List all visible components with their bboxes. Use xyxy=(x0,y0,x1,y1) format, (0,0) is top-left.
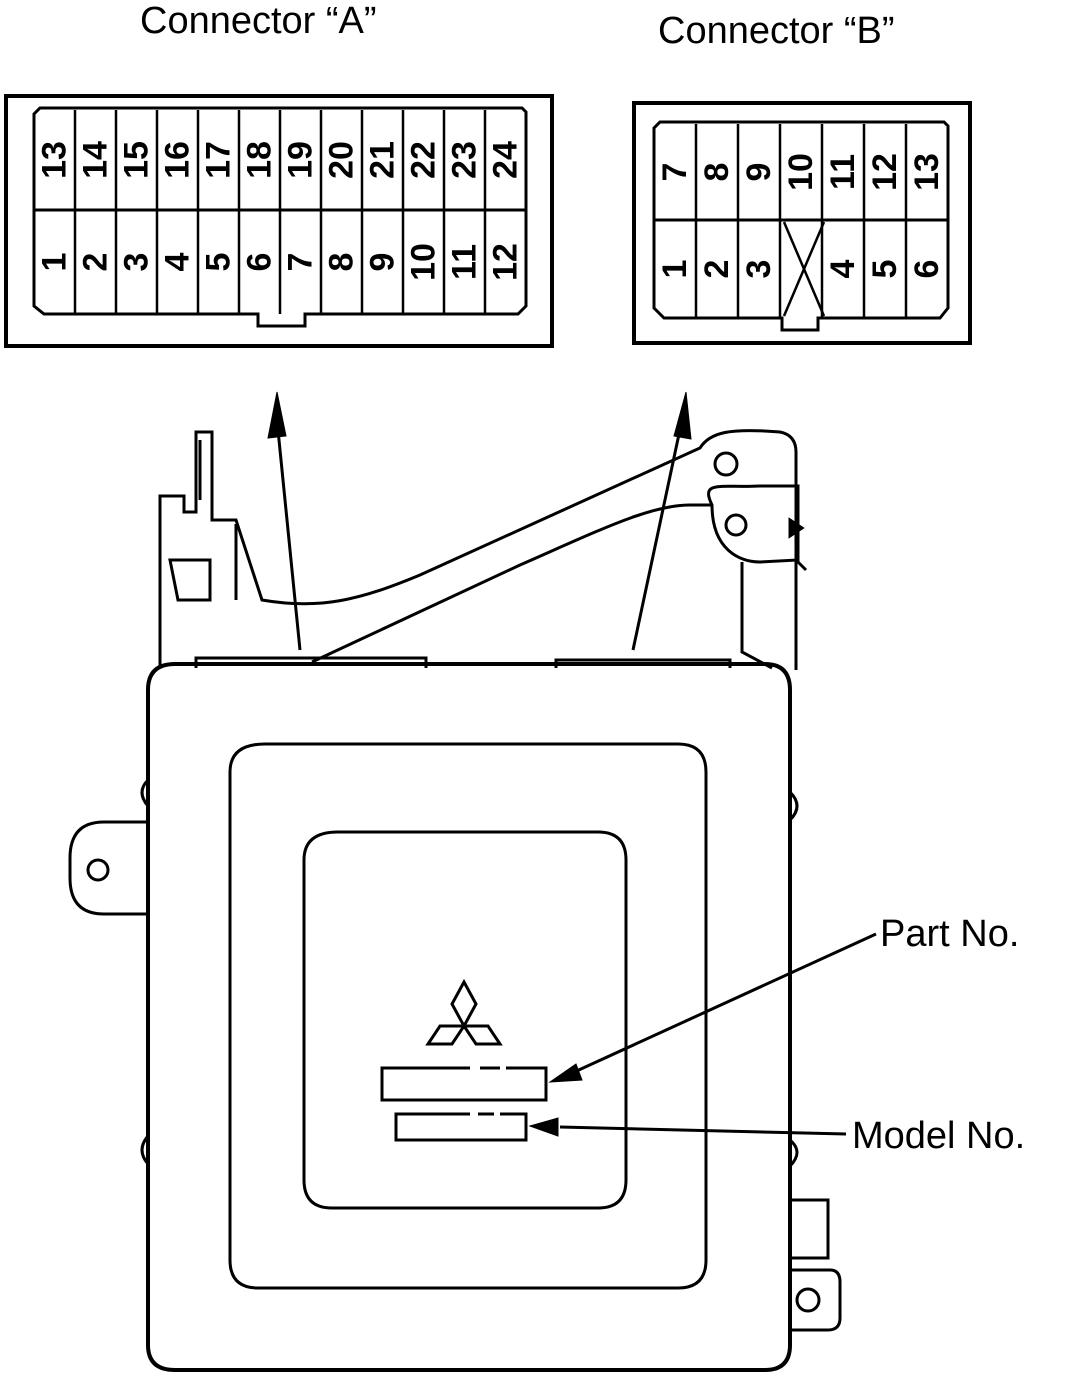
arrow-head-a xyxy=(267,391,287,439)
connector_a-bottom-pin-7: 7 xyxy=(282,253,320,272)
three-diamonds-icon xyxy=(425,978,503,1046)
connector_b-bottom-pin-3: 3 xyxy=(740,260,778,279)
connector_a-bottom-pin-4: 4 xyxy=(159,252,197,271)
connector_b-bottom-pin-4: 4 xyxy=(824,259,862,278)
connector_b-top-pin-12: 12 xyxy=(866,153,904,191)
connector_a-bottom-pin-9: 9 xyxy=(364,253,402,272)
connector_a-bottom-pin-5: 5 xyxy=(200,253,238,272)
connector_b-bottom-pin-5: 5 xyxy=(866,260,904,279)
part-no-label: Part No. xyxy=(880,913,1019,955)
model-no-label: Model No. xyxy=(852,1115,1025,1157)
connector_a-top-pin-22: 22 xyxy=(405,141,443,179)
connector_a-bottom-pin-11: 11 xyxy=(446,244,484,280)
connector_a-bottom-pin-3: 3 xyxy=(118,253,156,272)
connector_a-top-pin-14: 14 xyxy=(77,141,115,179)
leader-lines xyxy=(528,932,877,1137)
connector_a-top-pin-19: 19 xyxy=(282,141,320,179)
connector-a-title: Connector “A” xyxy=(140,0,377,42)
connector_a-top-pin-24: 24 xyxy=(487,141,525,179)
connector_a-top-pin-18: 18 xyxy=(241,141,279,179)
connector-arrows xyxy=(267,391,692,651)
connector_a-bottom-pin-8: 8 xyxy=(323,253,361,272)
model-no-arrow-head xyxy=(528,1117,559,1137)
connector_a-top-pin-16: 16 xyxy=(159,141,197,179)
part-no-plate xyxy=(380,1066,548,1102)
arrow-head-b xyxy=(673,391,692,440)
blank-cavity-x xyxy=(782,221,826,317)
connector_a-bottom-pin-12: 12 xyxy=(487,243,525,281)
mount-hole-right xyxy=(795,1287,821,1313)
connector_b-bottom-pin-2: 2 xyxy=(698,260,736,279)
label-plates xyxy=(380,1066,548,1142)
part-no-arrow-head xyxy=(548,1063,583,1083)
connector_a-top-pin-17: 17 xyxy=(200,141,238,179)
connector_a-top-pin-20: 20 xyxy=(323,141,361,179)
connector_b-top-pin-7: 7 xyxy=(656,163,694,182)
connector_a-bottom-pin-1: 1 xyxy=(36,253,74,272)
connector_b-top-pin-8: 8 xyxy=(698,163,736,182)
connector_a-bottom-pin-6: 6 xyxy=(241,253,279,272)
connector_a-top-pin-15: 15 xyxy=(118,141,156,179)
connector_a-top-pin-13: 13 xyxy=(36,141,74,179)
mounting-bracket xyxy=(158,429,808,670)
connector-b-title: Connector “B” xyxy=(658,10,895,52)
connector_a-bottom-pin-10: 10 xyxy=(405,243,443,281)
connector_a-top-pin-21: 21 xyxy=(364,141,402,179)
ecu-body xyxy=(68,662,842,1372)
connector_b-top-pin-9: 9 xyxy=(740,163,778,182)
connector_b-top-pin-13: 13 xyxy=(908,153,946,191)
model-no-plate xyxy=(394,1112,528,1142)
connector_a-bottom-pin-2: 2 xyxy=(77,253,115,272)
mount-hole-left xyxy=(86,858,110,882)
connector_b-bottom-pin-1: 1 xyxy=(656,260,694,279)
connector_a-top-pin-23: 23 xyxy=(446,141,484,179)
connector_b-bottom-pin-6: 6 xyxy=(908,260,946,279)
connector_b-top-pin-11: 11 xyxy=(824,154,862,190)
connector_b-top-pin-10: 10 xyxy=(782,153,820,191)
